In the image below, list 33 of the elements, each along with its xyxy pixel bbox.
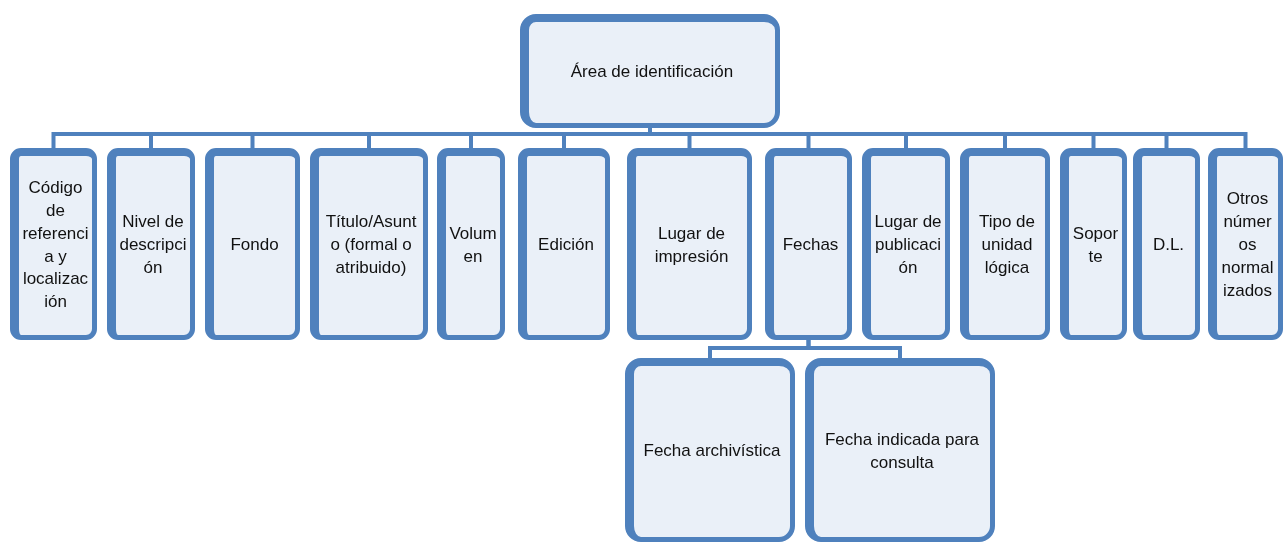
process-box — [862, 148, 950, 340]
box-label: Otros números normalizados — [1220, 188, 1275, 302]
process-box — [765, 148, 852, 340]
box-label: Soporte — [1072, 222, 1119, 268]
process-box — [1208, 148, 1283, 340]
process-box — [107, 148, 195, 340]
box-label: Nivel de descripción — [119, 211, 187, 279]
box-label: Fecha archivística — [643, 440, 781, 463]
box-label: Fondo — [230, 234, 279, 257]
box-label: Edición — [538, 234, 594, 257]
box-label: Área de identificación — [570, 61, 734, 84]
process-box — [10, 148, 97, 340]
process-box — [960, 148, 1050, 340]
process-box — [518, 148, 610, 340]
box-label: Código de referencia y localización — [22, 176, 89, 314]
connector-line — [806, 340, 902, 358]
box-label: Tipo de unidad lógica — [977, 211, 1037, 279]
box-label: Volumen — [449, 222, 497, 268]
process-box — [205, 148, 300, 340]
box-label: Fechas — [782, 234, 839, 257]
process-box — [437, 148, 505, 340]
process-box — [1133, 148, 1200, 340]
box-label: Fecha indicada para consulta — [823, 428, 980, 474]
process-box — [310, 148, 428, 340]
box-label: Título/Asunto (formal o atribuido) — [324, 211, 418, 279]
box-label: Lugar de impresión — [653, 222, 730, 268]
process-box — [520, 14, 780, 128]
box-label: D.L. — [1152, 234, 1185, 257]
process-box — [627, 148, 752, 340]
process-box — [805, 358, 995, 542]
process-box — [625, 358, 795, 542]
process-box — [1060, 148, 1127, 340]
box-label: Lugar de publicación — [874, 211, 942, 279]
